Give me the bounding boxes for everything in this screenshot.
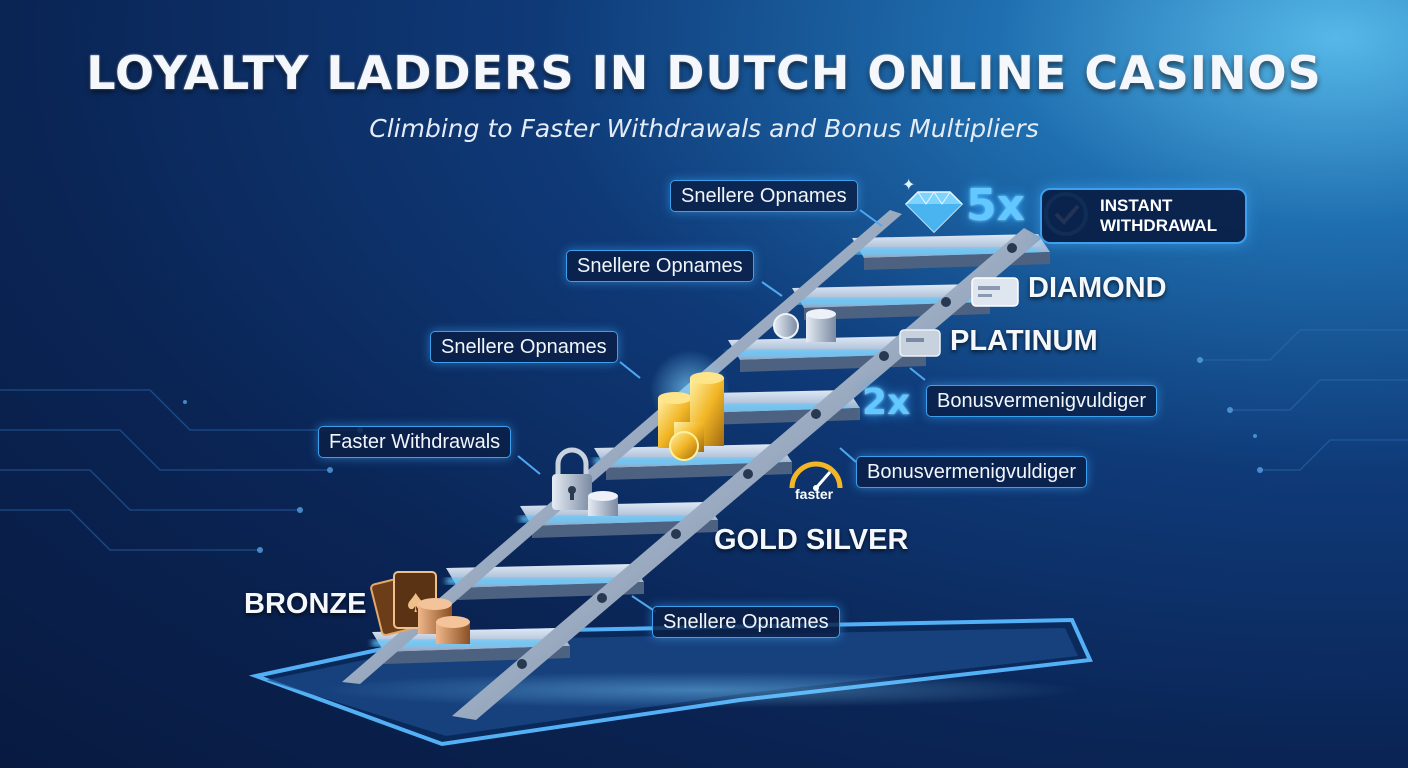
circuit-decoration: [0, 329, 1408, 551]
diamond-icon: ✦: [902, 175, 964, 234]
gold-coins-icon: [650, 350, 730, 461]
badge-line-2: WITHDRAWAL: [1100, 216, 1218, 235]
tier-diamond: DIAMOND: [1028, 272, 1167, 304]
coin-stack-icon: [418, 598, 470, 644]
callout-faster-withdrawals-en: Faster Withdrawals: [318, 426, 512, 458]
card-icon: [971, 277, 1019, 307]
ladder-rails: [342, 210, 1042, 720]
page-subtitle: Climbing to Faster Withdrawals and Bonus…: [369, 114, 1039, 143]
tier-gold-silver: GOLD SILVER: [714, 524, 909, 556]
callout-bonus-multiplier: Bonusvermenigvuldiger: [856, 456, 1088, 488]
card-icon: [899, 329, 941, 357]
callout-faster-withdrawals: Snellere Opnames: [652, 606, 840, 638]
tier-platinum: PLATINUM: [950, 325, 1098, 357]
callout-bonus-multiplier: Bonusvermenigvuldiger: [926, 385, 1158, 417]
svg-text:✦: ✦: [902, 175, 915, 194]
coin-stack-icon: [588, 491, 618, 516]
badge-text: INSTANT WITHDRAWAL: [1100, 196, 1217, 236]
padlock-icon: [552, 447, 592, 510]
callout-faster-withdrawals: Snellere Opnames: [430, 331, 618, 363]
tier-bronze: BRONZE: [244, 588, 367, 620]
multiplier-5x: 5x: [966, 180, 1025, 231]
multiplier-2x: 2x: [862, 382, 911, 423]
page-title: LOYALTY LADDERS IN DUTCH ONLINE CASINOS: [86, 46, 1322, 100]
instant-withdrawal-badge: INSTANT WITHDRAWAL: [1040, 188, 1247, 244]
callout-faster-withdrawals: Snellere Opnames: [670, 180, 858, 212]
speedometer-icon: [789, 461, 843, 491]
gauge-label: faster: [795, 486, 834, 502]
coin-stack-icon: [773, 309, 836, 342]
callout-faster-withdrawals: Snellere Opnames: [566, 250, 754, 282]
badge-line-1: INSTANT: [1100, 196, 1173, 215]
